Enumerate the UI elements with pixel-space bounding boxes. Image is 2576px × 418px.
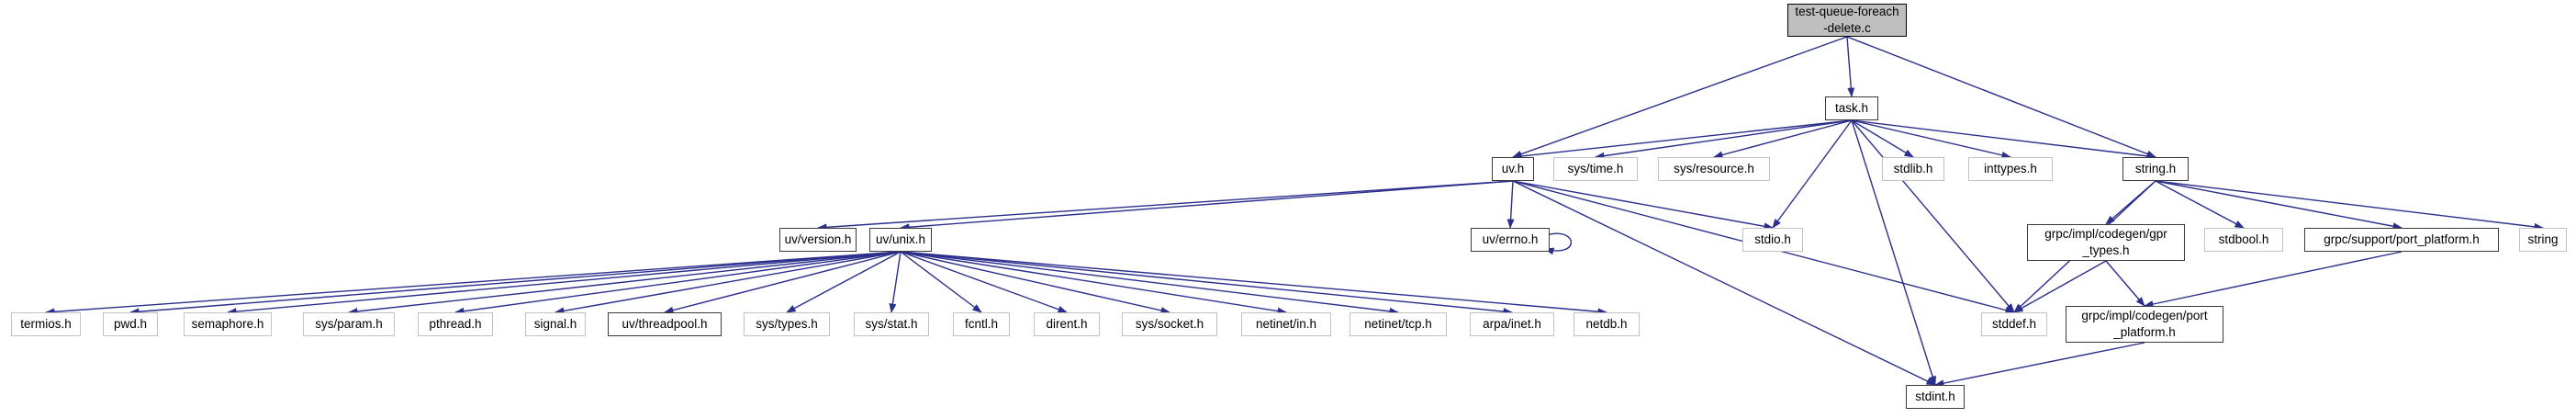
edge-task-stdint <box>1851 119 1936 386</box>
edge-string_h-grpc_support_pp <box>2155 180 2402 231</box>
edge-uv-stdio <box>1512 180 1774 231</box>
node-sys_resource: sys/resource.h <box>1658 157 1770 181</box>
edge-uv_unix-netinet_in <box>900 251 1287 315</box>
node-netinet_tcp: netinet/tcp.h <box>1350 312 1447 336</box>
edge-task-inttypes <box>1851 119 2011 159</box>
edge-string_h-stdbool <box>2155 180 2245 229</box>
edge-uv_unix-sys_socket <box>900 251 1170 314</box>
edge-main-uv <box>1512 36 1848 158</box>
node-stdbool: stdbool.h <box>2204 228 2283 252</box>
node-pwd: pwd.h <box>103 312 158 336</box>
edge-task-stdio <box>1772 119 1853 229</box>
edge-uv_unix-sys_types <box>786 251 902 313</box>
node-uv[interactable]: uv.h <box>1492 157 1534 181</box>
node-string: string <box>2519 228 2567 252</box>
edge-uv_unix-netdb <box>900 251 1607 316</box>
edge-uv-stdint <box>1512 180 1936 386</box>
edge-uv_unix-signal <box>554 251 902 315</box>
node-gpr_types[interactable]: grpc/impl/codegen/gpr _types.h <box>2027 224 2185 261</box>
edge-uv_unix-semaphore <box>227 251 902 316</box>
node-sys_stat: sys/stat.h <box>854 312 929 336</box>
edge-task-stddef <box>1851 119 2015 313</box>
node-uv_version[interactable]: uv/version.h <box>779 228 857 252</box>
node-grpc_support_pp[interactable]: grpc/support/port_platform.h <box>2304 228 2499 252</box>
edge-uv_unix-termios <box>45 251 902 316</box>
edge-task-uv <box>1512 119 1853 160</box>
node-uv_unix[interactable]: uv/unix.h <box>869 228 932 252</box>
edge-gpr_types-stddef <box>2013 260 2107 313</box>
edge-uv_unix-sys_stat <box>889 251 902 313</box>
node-semaphore: semaphore.h <box>184 312 272 336</box>
edge-uv-uv_errno <box>1506 180 1515 229</box>
node-fcntl: fcntl.h <box>953 312 1010 336</box>
edge-main-string_h <box>1846 36 2156 158</box>
node-inttypes: inttypes.h <box>1968 157 2053 181</box>
edge-task-sys_resource <box>1713 119 1853 159</box>
edge-uv-uv_version <box>817 180 1514 232</box>
node-sys_time: sys/time.h <box>1553 157 1638 181</box>
node-pthread: pthread.h <box>418 312 493 336</box>
edge-task-sys_time <box>1595 119 1853 160</box>
node-codegen_pp[interactable]: grpc/impl/codegen/port _platform.h <box>2066 306 2223 343</box>
edge-string_h-string <box>2155 180 2544 231</box>
edge-uv_unix-fcntl <box>900 251 982 313</box>
node-main: test-queue-foreach -delete.c <box>1787 4 1907 37</box>
edge-uv_unix-dirent <box>900 251 1068 313</box>
node-sys_types: sys/types.h <box>744 312 830 336</box>
edge-grpc_support_pp-codegen_pp <box>2144 251 2402 308</box>
node-stddef: stddef.h <box>1981 312 2047 336</box>
edge-uv_unix-netinet_tcp <box>900 251 1399 315</box>
node-signal: signal.h <box>525 312 586 336</box>
node-termios: termios.h <box>11 312 81 336</box>
node-sys_param: sys/param.h <box>303 312 395 336</box>
edge-task-stdlib <box>1851 119 1914 158</box>
node-sys_socket: sys/socket.h <box>1122 312 1217 336</box>
node-task[interactable]: task.h <box>1825 96 1878 120</box>
node-dirent: dirent.h <box>1034 312 1100 336</box>
node-arpa_inet: arpa/inet.h <box>1470 312 1554 336</box>
node-threadpool[interactable]: uv/threadpool.h <box>608 312 722 336</box>
node-stdlib: stdlib.h <box>1882 157 1944 181</box>
node-stdio: stdio.h <box>1742 228 1803 252</box>
edge-uv_errno-uv_errno <box>1544 232 1573 255</box>
node-netinet_in: netinet/in.h <box>1241 312 1331 336</box>
edge-task-string_h <box>1851 119 2156 160</box>
edge-uv_unix-arpa_inet <box>900 251 1513 316</box>
edge-uv_unix-threadpool <box>664 251 902 314</box>
edge-uv_unix-pthread <box>454 251 902 315</box>
edge-codegen_pp-stdint <box>1934 342 2145 388</box>
edge-main-task <box>1846 36 1855 97</box>
edge-uv_unix-pwd <box>129 251 902 316</box>
node-netdb: netdb.h <box>1574 312 1640 336</box>
node-uv_errno[interactable]: uv/errno.h <box>1471 228 1550 252</box>
edge-gpr_types-codegen_pp <box>2105 260 2145 307</box>
edge-uv-uv_unix <box>900 180 1514 232</box>
node-stdint[interactable]: stdint.h <box>1906 385 1965 409</box>
node-string_h[interactable]: string.h <box>2122 157 2189 181</box>
edge-uv_unix-sys_param <box>348 251 902 315</box>
